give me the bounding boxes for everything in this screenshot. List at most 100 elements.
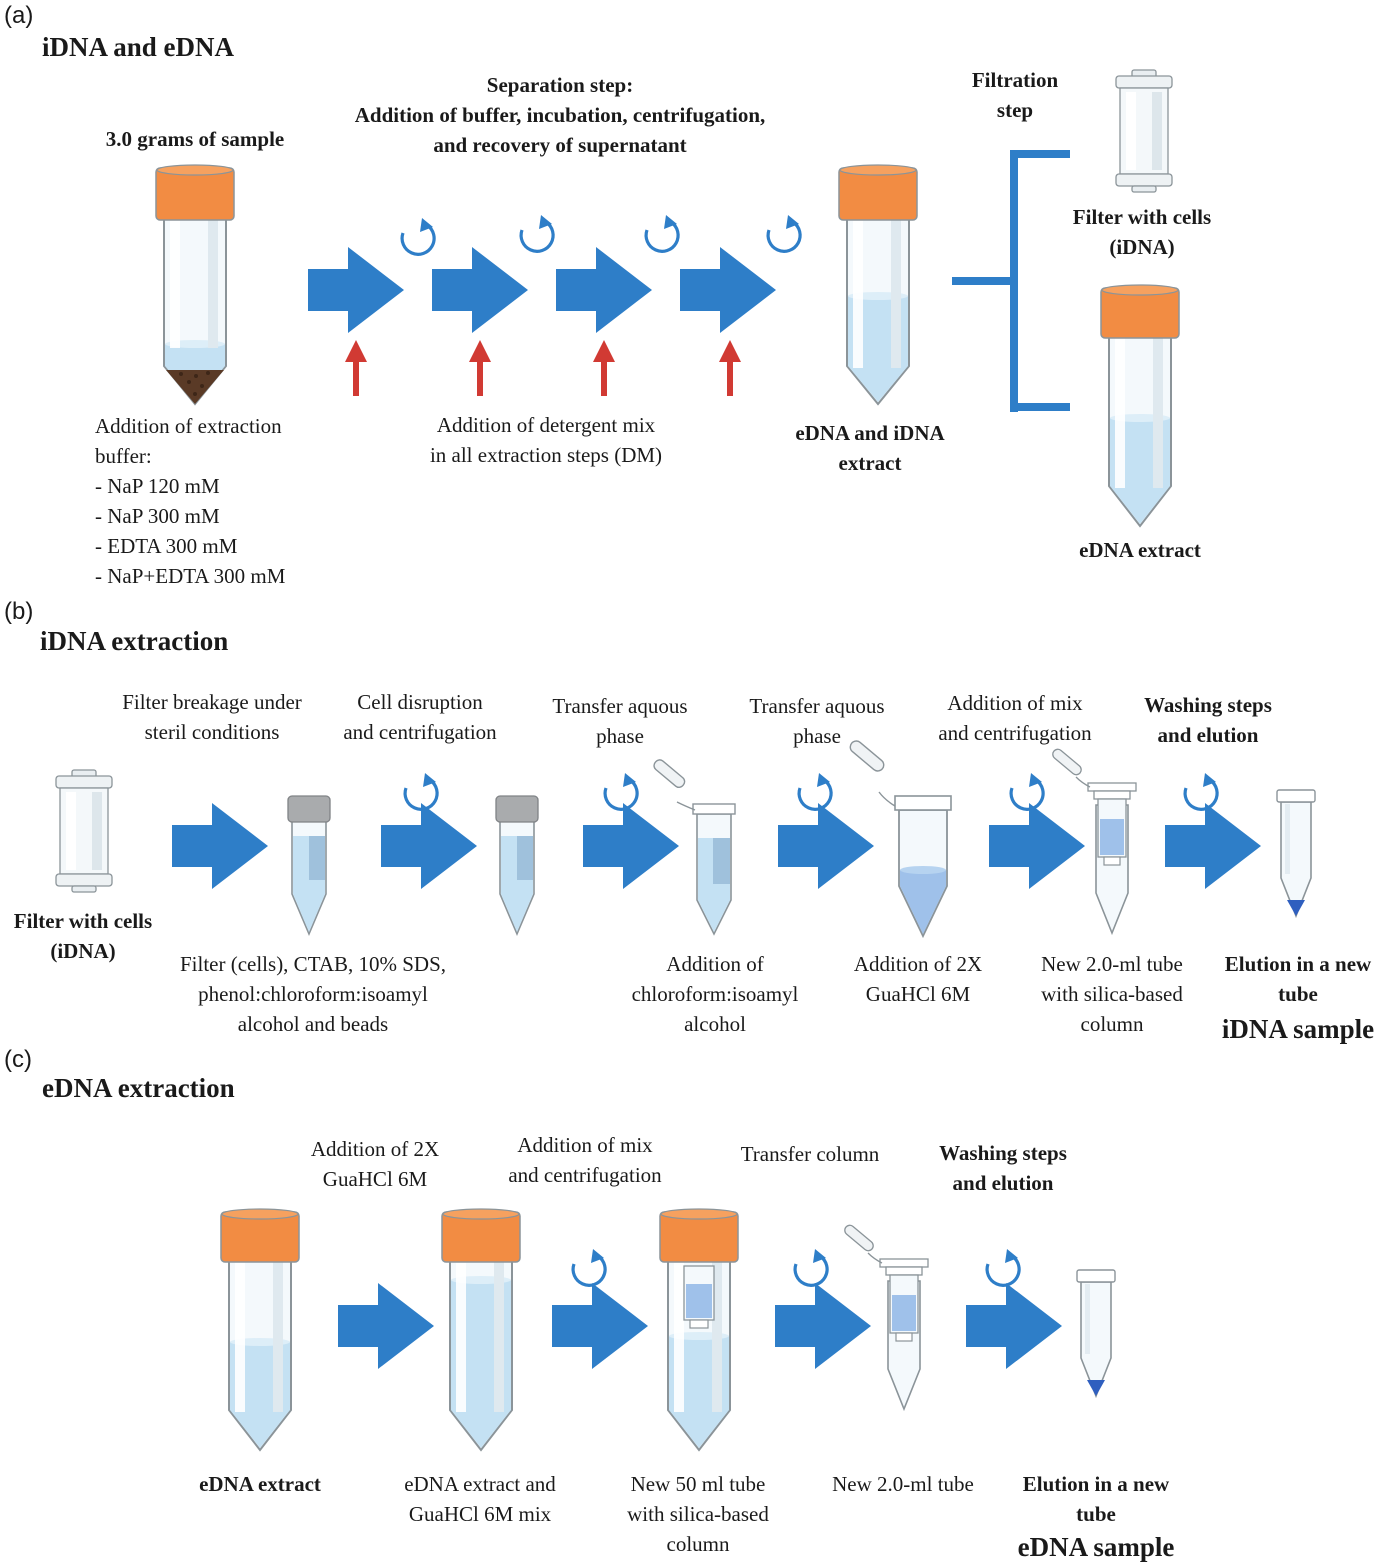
newtube-label-1: New 2.0-ml tube	[1041, 952, 1183, 976]
flow-arrow	[989, 803, 1085, 889]
buffer-item: - NaP+EDTA 300 mM	[95, 564, 286, 588]
sample-title: 3.0 grams of sample	[105, 127, 285, 151]
idna-sample-label: iDNA sample	[1221, 1014, 1375, 1044]
edna-extract-label: eDNA extract	[1079, 538, 1201, 562]
panel-b-label: (b)	[4, 598, 34, 625]
chloroform-label-2: chloroform:isoamyl	[631, 982, 799, 1006]
incubation-icon	[519, 213, 555, 253]
filter-cells-b-2: (iDNA)	[50, 939, 116, 963]
edna-extract-tube	[1100, 284, 1180, 528]
flow-arrow	[556, 247, 652, 333]
spin-column-tube	[844, 1224, 929, 1412]
c-tube50-label-3: column	[666, 1532, 730, 1556]
extract-label-1: eDNA and iDNA	[795, 421, 945, 445]
elution-label-2: tube	[1278, 982, 1318, 1006]
buffer-item: - NaP 120 mM	[95, 474, 220, 498]
c-elution-label-1: Elution in a new	[1022, 1472, 1170, 1496]
incubation-icon	[1183, 771, 1219, 811]
c-elution-label-2: tube	[1076, 1502, 1116, 1526]
step-transfer-1a: Transfer aquous	[552, 694, 688, 718]
panel-c-label: (c)	[4, 1046, 32, 1073]
sample-tube	[155, 164, 235, 406]
bead-tube	[287, 795, 331, 937]
flow-arrow	[338, 1283, 434, 1369]
step-washing-2: and elution	[1157, 723, 1259, 747]
flow-arrow	[308, 247, 404, 333]
separation-desc-1: Addition of buffer, incubation, centrifu…	[354, 103, 766, 127]
step-transfer-2a: Transfer aquous	[749, 694, 885, 718]
c-step-transfer-column: Transfer column	[740, 1142, 880, 1166]
step-washing-1: Washing steps	[1144, 693, 1272, 717]
detergent-label-1: Addition of detergent mix	[436, 413, 656, 437]
reagents-label-2: phenol:chloroform:isoamyl	[198, 982, 428, 1006]
extract-tube	[838, 164, 918, 406]
flow-arrow	[432, 247, 528, 333]
spin-column-tube	[1052, 748, 1137, 936]
chloroform-label-1: Addition of	[666, 952, 764, 976]
red-arrow-icon	[345, 340, 367, 396]
panel-b-heading: iDNA extraction	[40, 626, 229, 656]
flow-arrow	[966, 1283, 1062, 1369]
step-cell-disruption-2: and centrifugation	[343, 720, 497, 744]
incubation-icon	[400, 216, 436, 256]
extract-label-2: extract	[838, 451, 902, 475]
flow-arrow	[552, 1283, 648, 1369]
elution-tube	[1076, 1269, 1116, 1399]
c-tube2-label: New 2.0-ml tube	[832, 1472, 974, 1496]
step-filter-breakage-1: Filter breakage under	[122, 690, 302, 714]
incubation-icon	[1009, 771, 1045, 811]
edna-extract-tube	[220, 1208, 300, 1452]
flow-arrow	[680, 247, 776, 333]
c-tube50-label-2: with silica-based	[627, 1502, 769, 1526]
incubation-icon	[797, 771, 833, 811]
filter-cartridge	[1115, 69, 1173, 193]
newtube-label-3: column	[1080, 1012, 1144, 1036]
bead-tube	[495, 795, 539, 937]
c-mix-label-2: GuaHCl 6M mix	[408, 1502, 552, 1526]
detergent-label-2: in all extraction steps (DM)	[429, 443, 663, 467]
step-add-mix-1: Addition of mix	[947, 691, 1083, 715]
buffer-item: - NaP 300 mM	[95, 504, 220, 528]
incubation-icon	[603, 771, 639, 811]
incubation-icon	[644, 213, 680, 253]
mix-tube	[441, 1208, 521, 1452]
buffer-title-1: Addition of extraction	[95, 414, 282, 438]
panel-c-heading: eDNA extraction	[42, 1073, 235, 1103]
filter-cells-label-2: (iDNA)	[1109, 235, 1175, 259]
newtube-label-2: with silica-based	[1041, 982, 1183, 1006]
column-falcon-tube	[659, 1208, 739, 1452]
filtration-bracket	[952, 150, 1070, 412]
wide-tube	[849, 740, 952, 939]
guahcl-label-2: GuaHCl 6M	[865, 982, 971, 1006]
elution-label-1: Elution in a new	[1224, 952, 1372, 976]
panel-a-label: (a)	[4, 2, 34, 29]
c-step-addmix-1: Addition of mix	[517, 1133, 653, 1157]
flow-arrow	[172, 803, 268, 889]
incubation-icon	[766, 213, 802, 253]
microtube	[653, 759, 736, 936]
buffer-title-2: buffer:	[95, 444, 152, 468]
step-cell-disruption-1: Cell disruption	[357, 690, 483, 714]
chloroform-label-3: alcohol	[684, 1012, 746, 1036]
c-step-guahcl-2: GuaHCl 6M	[322, 1167, 428, 1191]
c-tube50-label-1: New 50 ml tube	[630, 1472, 766, 1496]
flow-arrow	[583, 803, 679, 889]
reagents-label-1: Filter (cells), CTAB, 10% SDS,	[179, 952, 447, 976]
c-step-washing-1: Washing steps	[939, 1141, 1067, 1165]
filtration-title-1: Filtration	[971, 68, 1059, 92]
c-mix-label-1: eDNA extract and	[404, 1472, 556, 1496]
flow-arrow	[775, 1283, 871, 1369]
filtration-title-2: step	[996, 98, 1034, 122]
c-step-addmix-2: and centrifugation	[508, 1163, 662, 1187]
flow-arrow	[1165, 803, 1261, 889]
elution-tube	[1276, 789, 1316, 919]
red-arrow-icon	[469, 340, 491, 396]
incubation-icon	[571, 1247, 607, 1287]
separation-desc-2: and recovery of supernatant	[433, 133, 687, 157]
filter-cartridge	[55, 769, 113, 893]
filter-cells-b-1: Filter with cells	[13, 909, 153, 933]
reagents-label-3: alcohol and beads	[237, 1012, 389, 1036]
c-step-washing-2: and elution	[952, 1171, 1054, 1195]
filter-cells-label-1: Filter with cells	[1072, 205, 1212, 229]
